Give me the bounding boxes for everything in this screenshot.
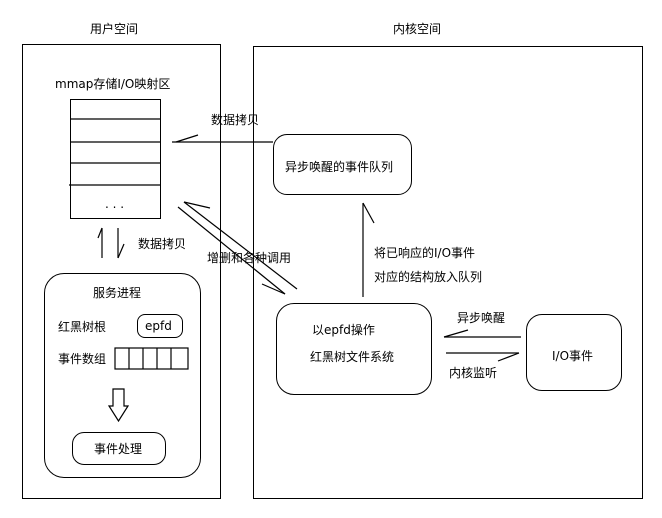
put-queue-label-line2: 对应的结构放入队列 [374, 270, 483, 284]
kernel-listen-label: 内核监听 [449, 366, 498, 380]
user-space-container [22, 44, 221, 499]
put-queue-label-line1: 将已响应的I/O事件 [374, 246, 476, 260]
event-handling-label: 事件处理 [94, 442, 143, 456]
epfd-label: epfd [145, 319, 172, 333]
calls-arrow-up-line [183, 201, 298, 290]
calls-arrow-down-line [177, 206, 286, 295]
async-wake-label: 异步唤醒 [457, 311, 506, 325]
epfd-box [137, 314, 183, 338]
mmap-region-label: mmap存储I/O映射区 [55, 77, 171, 91]
calls-label: 增删和各种调用 [207, 251, 292, 265]
event-array [114, 347, 189, 370]
mmap-region-table [70, 99, 161, 219]
event-handling-box [72, 432, 166, 465]
calls-arrow-up-head [183, 201, 211, 209]
epfd-operation-label: 以epfd操作 [312, 323, 375, 337]
epfd-rbtree-fs-box [276, 303, 432, 395]
copy-label-side: 数据拷贝 [138, 237, 187, 251]
copy-arrow-head [175, 134, 199, 143]
kernel-listen-arrow-head [497, 352, 520, 362]
mmap-ellipsis: . . . [105, 197, 124, 211]
hollow-down-arrow-icon [107, 388, 130, 423]
async-wake-arrow-head [443, 329, 469, 338]
copy-label-top: 数据拷贝 [211, 113, 260, 127]
kernel-space-title: 内核空间 [393, 22, 442, 36]
calls-arrow-down-head [261, 283, 286, 295]
rbtree-root-label: 红黑树根 [58, 320, 107, 334]
async-event-queue-label: 异步唤醒的事件队列 [285, 160, 394, 174]
io-event-box [526, 314, 622, 391]
down-arrow-head [117, 243, 125, 259]
async-event-queue-box [273, 134, 412, 195]
put-queue-arrow-head [362, 202, 375, 224]
io-event-label: I/O事件 [552, 349, 594, 363]
up-arrow-head [97, 227, 103, 239]
kernel-space-container [253, 46, 643, 499]
service-process-title: 服务进程 [93, 286, 142, 300]
user-space-title: 用户空间 [90, 22, 139, 36]
rbtree-fs-label: 红黑树文件系统 [310, 350, 395, 364]
event-array-label: 事件数组 [58, 352, 107, 366]
